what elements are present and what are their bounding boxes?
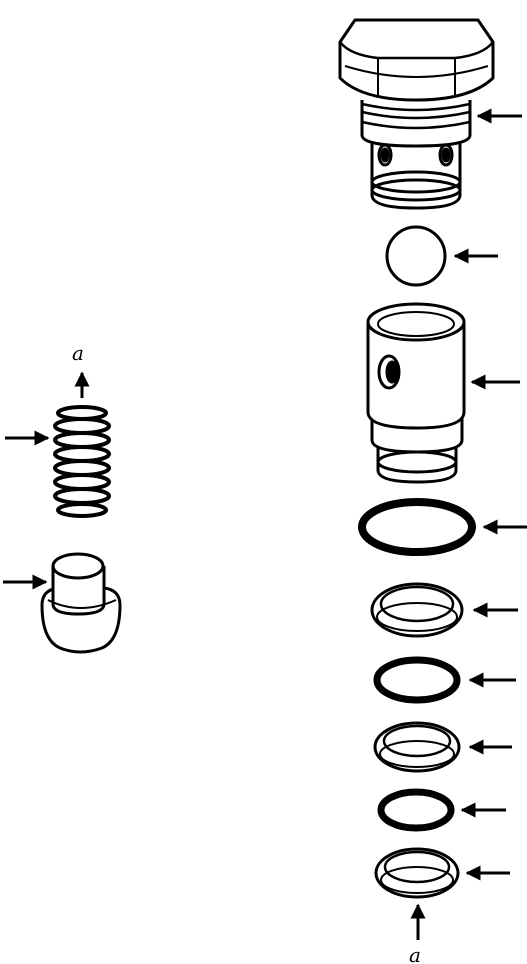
o-ring-small — [377, 788, 455, 832]
o-ring-medium — [373, 656, 461, 704]
o-ring-large — [358, 498, 476, 556]
backup-ring-3 — [374, 847, 460, 899]
backup-ring-1 — [370, 582, 464, 638]
piston — [40, 552, 122, 654]
valve-seat — [366, 302, 466, 484]
ball — [385, 225, 447, 287]
reference-label-bottom: a — [409, 943, 421, 964]
reference-label-top: a — [72, 341, 84, 365]
backup-ring-2 — [373, 721, 461, 773]
hex-plug — [338, 18, 495, 210]
coil-spring — [53, 405, 111, 518]
